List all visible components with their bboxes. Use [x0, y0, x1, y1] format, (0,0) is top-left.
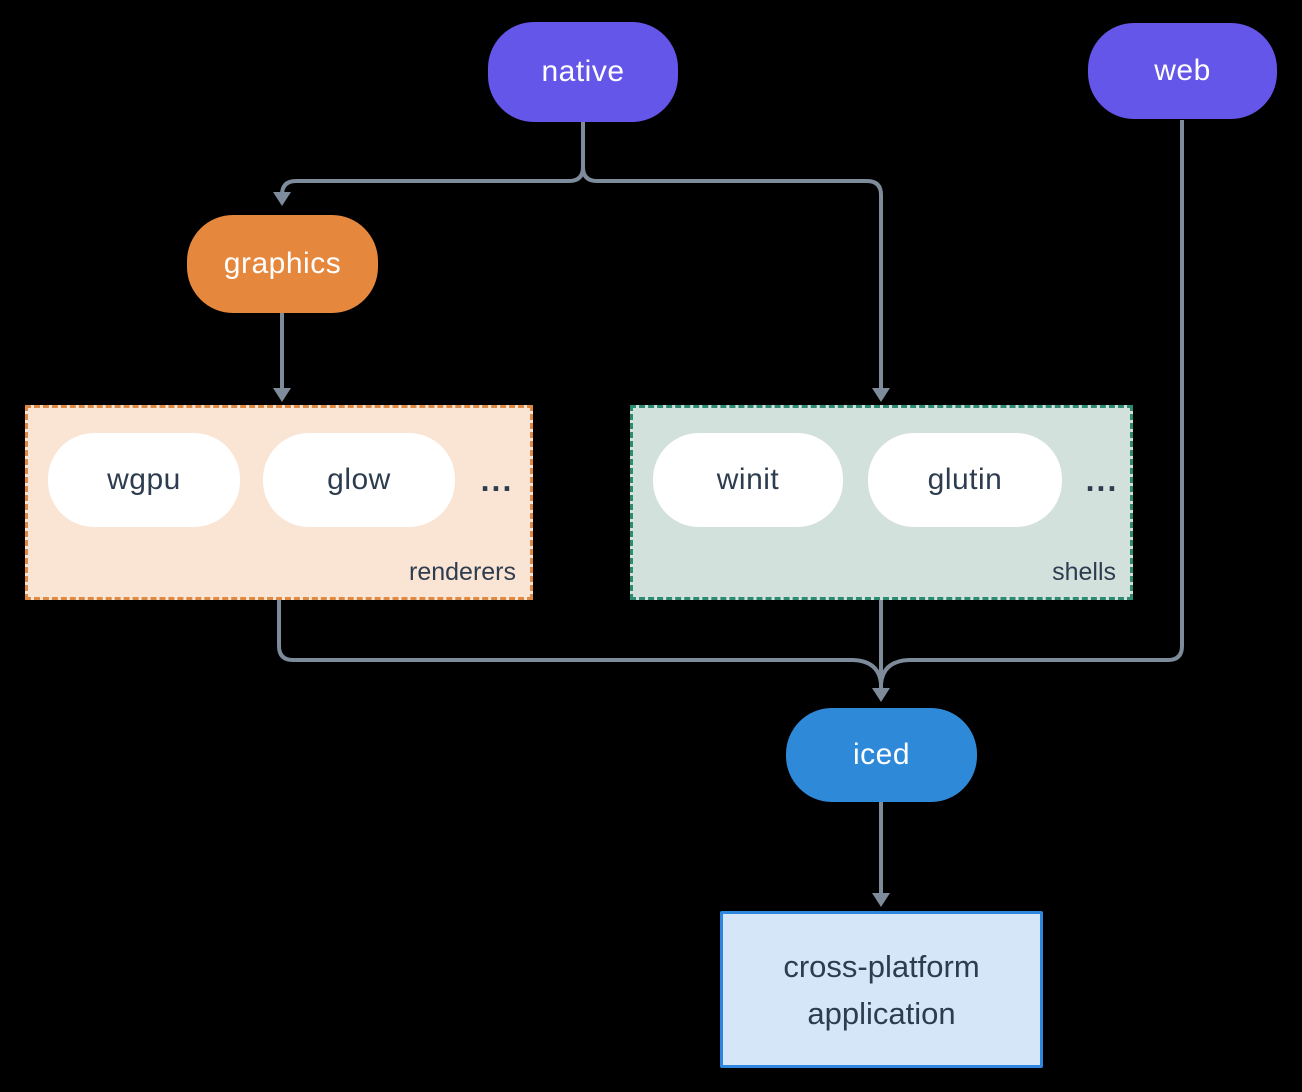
- node-wgpu: wgpu: [48, 433, 240, 527]
- node-native: native: [488, 22, 678, 122]
- arrowhead-shells: [872, 388, 890, 402]
- node-iced-label: iced: [852, 738, 911, 771]
- application-label-line1: cross-platform: [783, 948, 980, 984]
- group-shells: winit glutin ... shells: [630, 405, 1133, 600]
- node-iced: iced: [786, 708, 977, 802]
- node-graphics-label: graphics: [223, 247, 342, 280]
- node-web: web: [1088, 23, 1277, 119]
- connector-renderers-to-iced: [277, 600, 883, 685]
- node-web-label: web: [1154, 54, 1211, 87]
- arrowhead-iced: [872, 688, 890, 702]
- application-label-line2: application: [807, 995, 956, 1031]
- connector-web-to-iced: [879, 120, 1184, 685]
- node-glow: glow: [263, 433, 455, 527]
- arrowhead-graphics: [273, 192, 291, 206]
- node-graphics: graphics: [187, 215, 378, 313]
- connector-native-to-graphics: [280, 122, 585, 196]
- node-wgpu-label: wgpu: [107, 463, 181, 496]
- node-native-label: native: [541, 55, 625, 88]
- node-glow-label: glow: [327, 463, 391, 496]
- connector-native-to-shells: [581, 122, 883, 390]
- group-shells-label: shells: [1052, 558, 1116, 586]
- group-renderers: wgpu glow ... renderers: [25, 405, 533, 600]
- arrowhead-renderers: [273, 388, 291, 402]
- renderers-ellipsis: ...: [480, 461, 514, 498]
- node-application: cross-platform application: [720, 911, 1043, 1068]
- group-renderers-label: renderers: [409, 558, 516, 586]
- node-glutin: glutin: [868, 433, 1062, 527]
- node-winit: winit: [653, 433, 843, 527]
- shells-ellipsis: ...: [1085, 461, 1119, 498]
- node-glutin-label: glutin: [927, 463, 1003, 496]
- arrowhead-application: [872, 893, 890, 907]
- node-winit-label: winit: [716, 463, 780, 496]
